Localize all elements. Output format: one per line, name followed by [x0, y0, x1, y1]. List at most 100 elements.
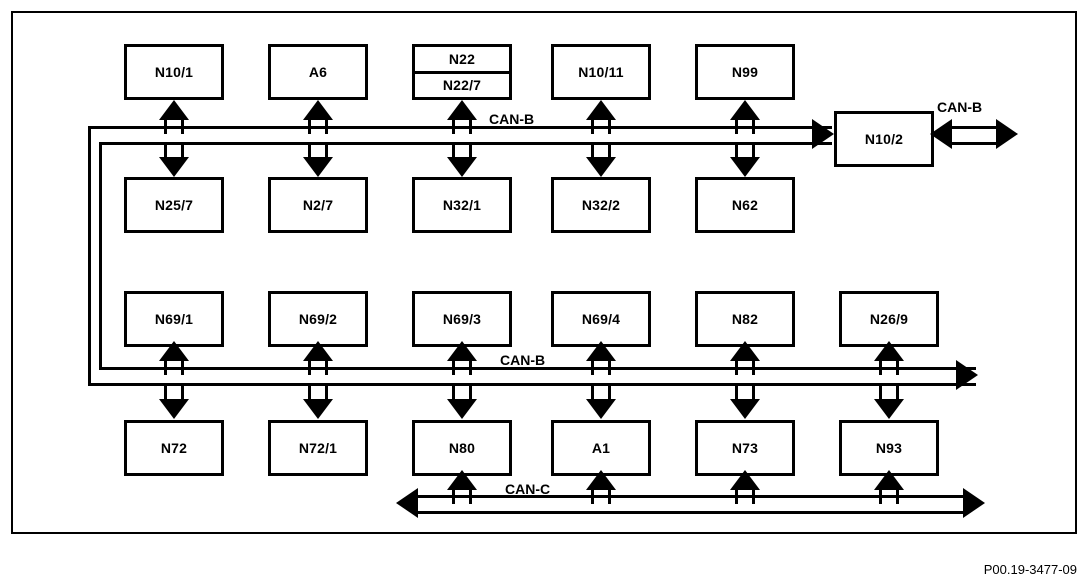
bus-riser-n93	[879, 383, 899, 401]
bus-arrow-up-n26-9	[874, 341, 904, 361]
node-label: A1	[591, 440, 611, 456]
bus-arrow-down-n25-7	[159, 157, 189, 177]
bus-riser-n10-11	[591, 118, 611, 134]
node-box-n10-2-gateway[interactable]: N10/2	[834, 111, 934, 167]
node-box-a1[interactable]: A1	[551, 420, 651, 476]
bus-arrow-down-a1	[586, 399, 616, 419]
node-label: N72/1	[298, 440, 338, 456]
node-box-n80[interactable]: N80	[412, 420, 512, 476]
node-label: N82	[731, 311, 759, 327]
bus-arrow-down-n2-7	[303, 157, 333, 177]
can-c-rail-top	[418, 495, 963, 498]
can-b-lower-arrow-right	[956, 360, 978, 390]
bus-riser-n32-1	[452, 142, 472, 159]
bus-riser-can-c-n73	[735, 488, 755, 504]
node-box-a6[interactable]: A6	[268, 44, 368, 100]
node-label: N99	[731, 64, 759, 80]
bus-riser-n69-1	[164, 359, 184, 375]
can-b-loop-inner-left	[99, 142, 102, 370]
can-b-lower-rail-top	[99, 367, 976, 370]
node-label: N69/4	[581, 311, 621, 327]
bus-riser-n99	[735, 118, 755, 134]
can-b-upper-arrow-right	[812, 119, 834, 149]
bus-arrow-up-n69-2	[303, 341, 333, 361]
node-box-n99[interactable]: N99	[695, 44, 795, 100]
bus-arrow-down-n80	[447, 399, 477, 419]
can-b-right-rail-bottom	[952, 142, 996, 145]
can-c-label: CAN-C	[505, 481, 551, 497]
node-box-n25-7[interactable]: N25/7	[124, 177, 224, 233]
bus-arrow-up-can-c-a1	[586, 470, 616, 490]
bus-riser-n2-7	[308, 142, 328, 159]
node-box-n69-2[interactable]: N69/2	[268, 291, 368, 347]
can-b-right-rail-top	[952, 126, 996, 129]
node-box-n72[interactable]: N72	[124, 420, 224, 476]
node-label-bottom: N22/7	[442, 77, 482, 94]
can-b-upper-label: CAN-B	[489, 111, 535, 127]
can-b-lower-rail-bottom	[88, 383, 976, 386]
node-box-n32-1[interactable]: N32/1	[412, 177, 512, 233]
node-label: N32/1	[442, 197, 482, 213]
node-box-n73[interactable]: N73	[695, 420, 795, 476]
node-box-n26-9[interactable]: N26/9	[839, 291, 939, 347]
bus-riser-can-c-n93	[879, 488, 899, 504]
bus-riser-n62	[735, 142, 755, 159]
bus-arrow-up-can-c-n80	[447, 470, 477, 490]
bus-riser-a1	[591, 383, 611, 401]
can-b-lower-label: CAN-B	[500, 352, 546, 368]
bus-riser-n69-3	[452, 359, 472, 375]
bus-riser-n25-7	[164, 142, 184, 159]
node-box-n10-1[interactable]: N10/1	[124, 44, 224, 100]
node-label: N80	[448, 440, 476, 456]
node-box-n69-3[interactable]: N69/3	[412, 291, 512, 347]
node-label: N62	[731, 197, 759, 213]
bus-arrow-up-n99	[730, 100, 760, 120]
node-label: N32/2	[581, 197, 621, 213]
can-c-arrow-left	[396, 488, 418, 518]
bus-riser-n22	[452, 118, 472, 134]
bus-riser-can-c-n80	[452, 488, 472, 504]
bus-arrow-up-n69-1	[159, 341, 189, 361]
can-b-upper-rail-top	[88, 126, 832, 129]
bus-arrow-up-can-c-n93	[874, 470, 904, 490]
node-box-n69-1[interactable]: N69/1	[124, 291, 224, 347]
node-box-n10-11[interactable]: N10/11	[551, 44, 651, 100]
node-box-n72-1[interactable]: N72/1	[268, 420, 368, 476]
bus-arrow-up-n69-3	[447, 341, 477, 361]
node-label-top: N22	[415, 47, 509, 74]
node-box-n93[interactable]: N93	[839, 420, 939, 476]
node-box-n69-4[interactable]: N69/4	[551, 291, 651, 347]
bus-riser-n82	[735, 359, 755, 375]
node-box-n32-2[interactable]: N32/2	[551, 177, 651, 233]
node-label: N73	[731, 440, 759, 456]
can-b-right-arrow-right	[996, 119, 1018, 149]
bus-riser-n73	[735, 383, 755, 401]
bus-arrow-up-n10-11	[586, 100, 616, 120]
bus-riser-n72-1	[308, 383, 328, 401]
node-label: N69/3	[442, 311, 482, 327]
node-box-n62[interactable]: N62	[695, 177, 795, 233]
node-box-n82[interactable]: N82	[695, 291, 795, 347]
can-c-arrow-right	[963, 488, 985, 518]
can-c-rail-bottom	[418, 511, 963, 514]
node-box-n22[interactable]: N22 N22/7	[412, 44, 512, 100]
bus-arrow-down-n72-1	[303, 399, 333, 419]
bus-riser-n69-2	[308, 359, 328, 375]
bus-riser-n26-9	[879, 359, 899, 375]
bus-arrow-down-n93	[874, 399, 904, 419]
bus-riser-n32-2	[591, 142, 611, 159]
node-label: A6	[308, 64, 328, 80]
bus-arrow-down-n32-1	[447, 157, 477, 177]
node-label: N93	[875, 440, 903, 456]
node-label: N10/11	[578, 64, 624, 80]
bus-arrow-up-a6	[303, 100, 333, 120]
bus-riser-n80	[452, 383, 472, 401]
node-label: N10/2	[864, 131, 904, 147]
node-box-n2-7[interactable]: N2/7	[268, 177, 368, 233]
can-b-right-label: CAN-B	[937, 99, 983, 115]
diagram-frame	[11, 11, 1077, 534]
bus-riser-a6	[308, 118, 328, 134]
node-label: N26/9	[869, 311, 909, 327]
bus-arrow-up-can-c-n73	[730, 470, 760, 490]
